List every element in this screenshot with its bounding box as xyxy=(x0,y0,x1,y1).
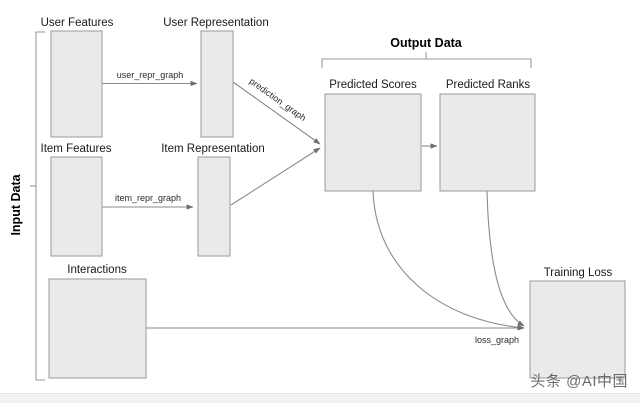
node-rect-predicted-ranks[interactable] xyxy=(439,93,536,192)
edge-ranks-to-loss-line xyxy=(486,190,525,327)
output-data-bracket xyxy=(321,52,532,68)
node-rect-item-representation[interactable] xyxy=(197,156,231,257)
node-user-features[interactable]: User Features xyxy=(41,17,114,138)
node-predicted-scores[interactable]: Predicted Scores xyxy=(324,79,422,192)
node-predicted-ranks[interactable]: Predicted Ranks xyxy=(439,79,536,192)
edge-label-item-repr-graph: item_repr_graph xyxy=(115,193,181,203)
node-label-predicted-ranks: Predicted Ranks xyxy=(446,79,531,91)
node-item-features[interactable]: Item Features xyxy=(41,143,112,257)
node-rect-interactions[interactable] xyxy=(48,278,147,379)
node-label-training-loss: Training Loss xyxy=(544,267,613,279)
group-label-output-data: Output Data xyxy=(390,36,463,50)
node-rect-predicted-scores[interactable] xyxy=(324,93,422,192)
node-label-item-features: Item Features xyxy=(41,143,112,155)
edge-prediction-graph-item xyxy=(230,147,321,206)
edge-prediction-graph: prediction_graph xyxy=(232,76,321,145)
node-rect-training-loss[interactable] xyxy=(529,280,626,379)
edge-scores-to-loss xyxy=(372,190,525,330)
edge-loss-graph: loss_graph xyxy=(146,325,525,345)
node-label-interactions: Interactions xyxy=(67,264,127,276)
edge-label-prediction-graph: prediction_graph xyxy=(248,76,308,123)
edge-ranks-to-loss xyxy=(486,190,525,327)
node-rect-user-representation[interactable] xyxy=(200,30,234,138)
node-rect-item-features[interactable] xyxy=(50,156,103,257)
node-rect-user-features[interactable] xyxy=(50,30,103,138)
input-data-bracket xyxy=(30,31,45,381)
edge-label-loss-graph: loss_graph xyxy=(475,335,519,345)
edge-user-repr-graph: user_repr_graph xyxy=(102,70,198,87)
bottom-strip xyxy=(0,393,640,403)
node-training-loss[interactable]: Training Loss xyxy=(529,267,626,379)
node-user-representation[interactable]: User Representation xyxy=(163,17,269,138)
node-interactions[interactable]: Interactions xyxy=(48,264,147,379)
edge-prediction-graph-item-line xyxy=(230,147,321,206)
node-label-item-representation: Item Representation xyxy=(161,143,265,155)
group-label-input-data: Input Data xyxy=(9,173,23,235)
edge-item-repr-graph: item_repr_graph xyxy=(102,193,194,210)
node-item-representation[interactable]: Item Representation xyxy=(161,143,265,257)
node-label-user-representation: User Representation xyxy=(163,17,268,29)
edge-label-user-repr-graph: user_repr_graph xyxy=(117,70,184,80)
watermark: 头条 @AI中国 xyxy=(530,373,628,390)
edge-scores-to-loss-line xyxy=(372,190,525,330)
node-label-predicted-scores: Predicted Scores xyxy=(329,79,417,91)
input-data-bracket-path xyxy=(35,31,45,381)
edge-prediction-graph-line xyxy=(232,81,321,145)
output-data-bracket-path xyxy=(321,58,532,68)
node-label-user-features: User Features xyxy=(41,17,114,29)
